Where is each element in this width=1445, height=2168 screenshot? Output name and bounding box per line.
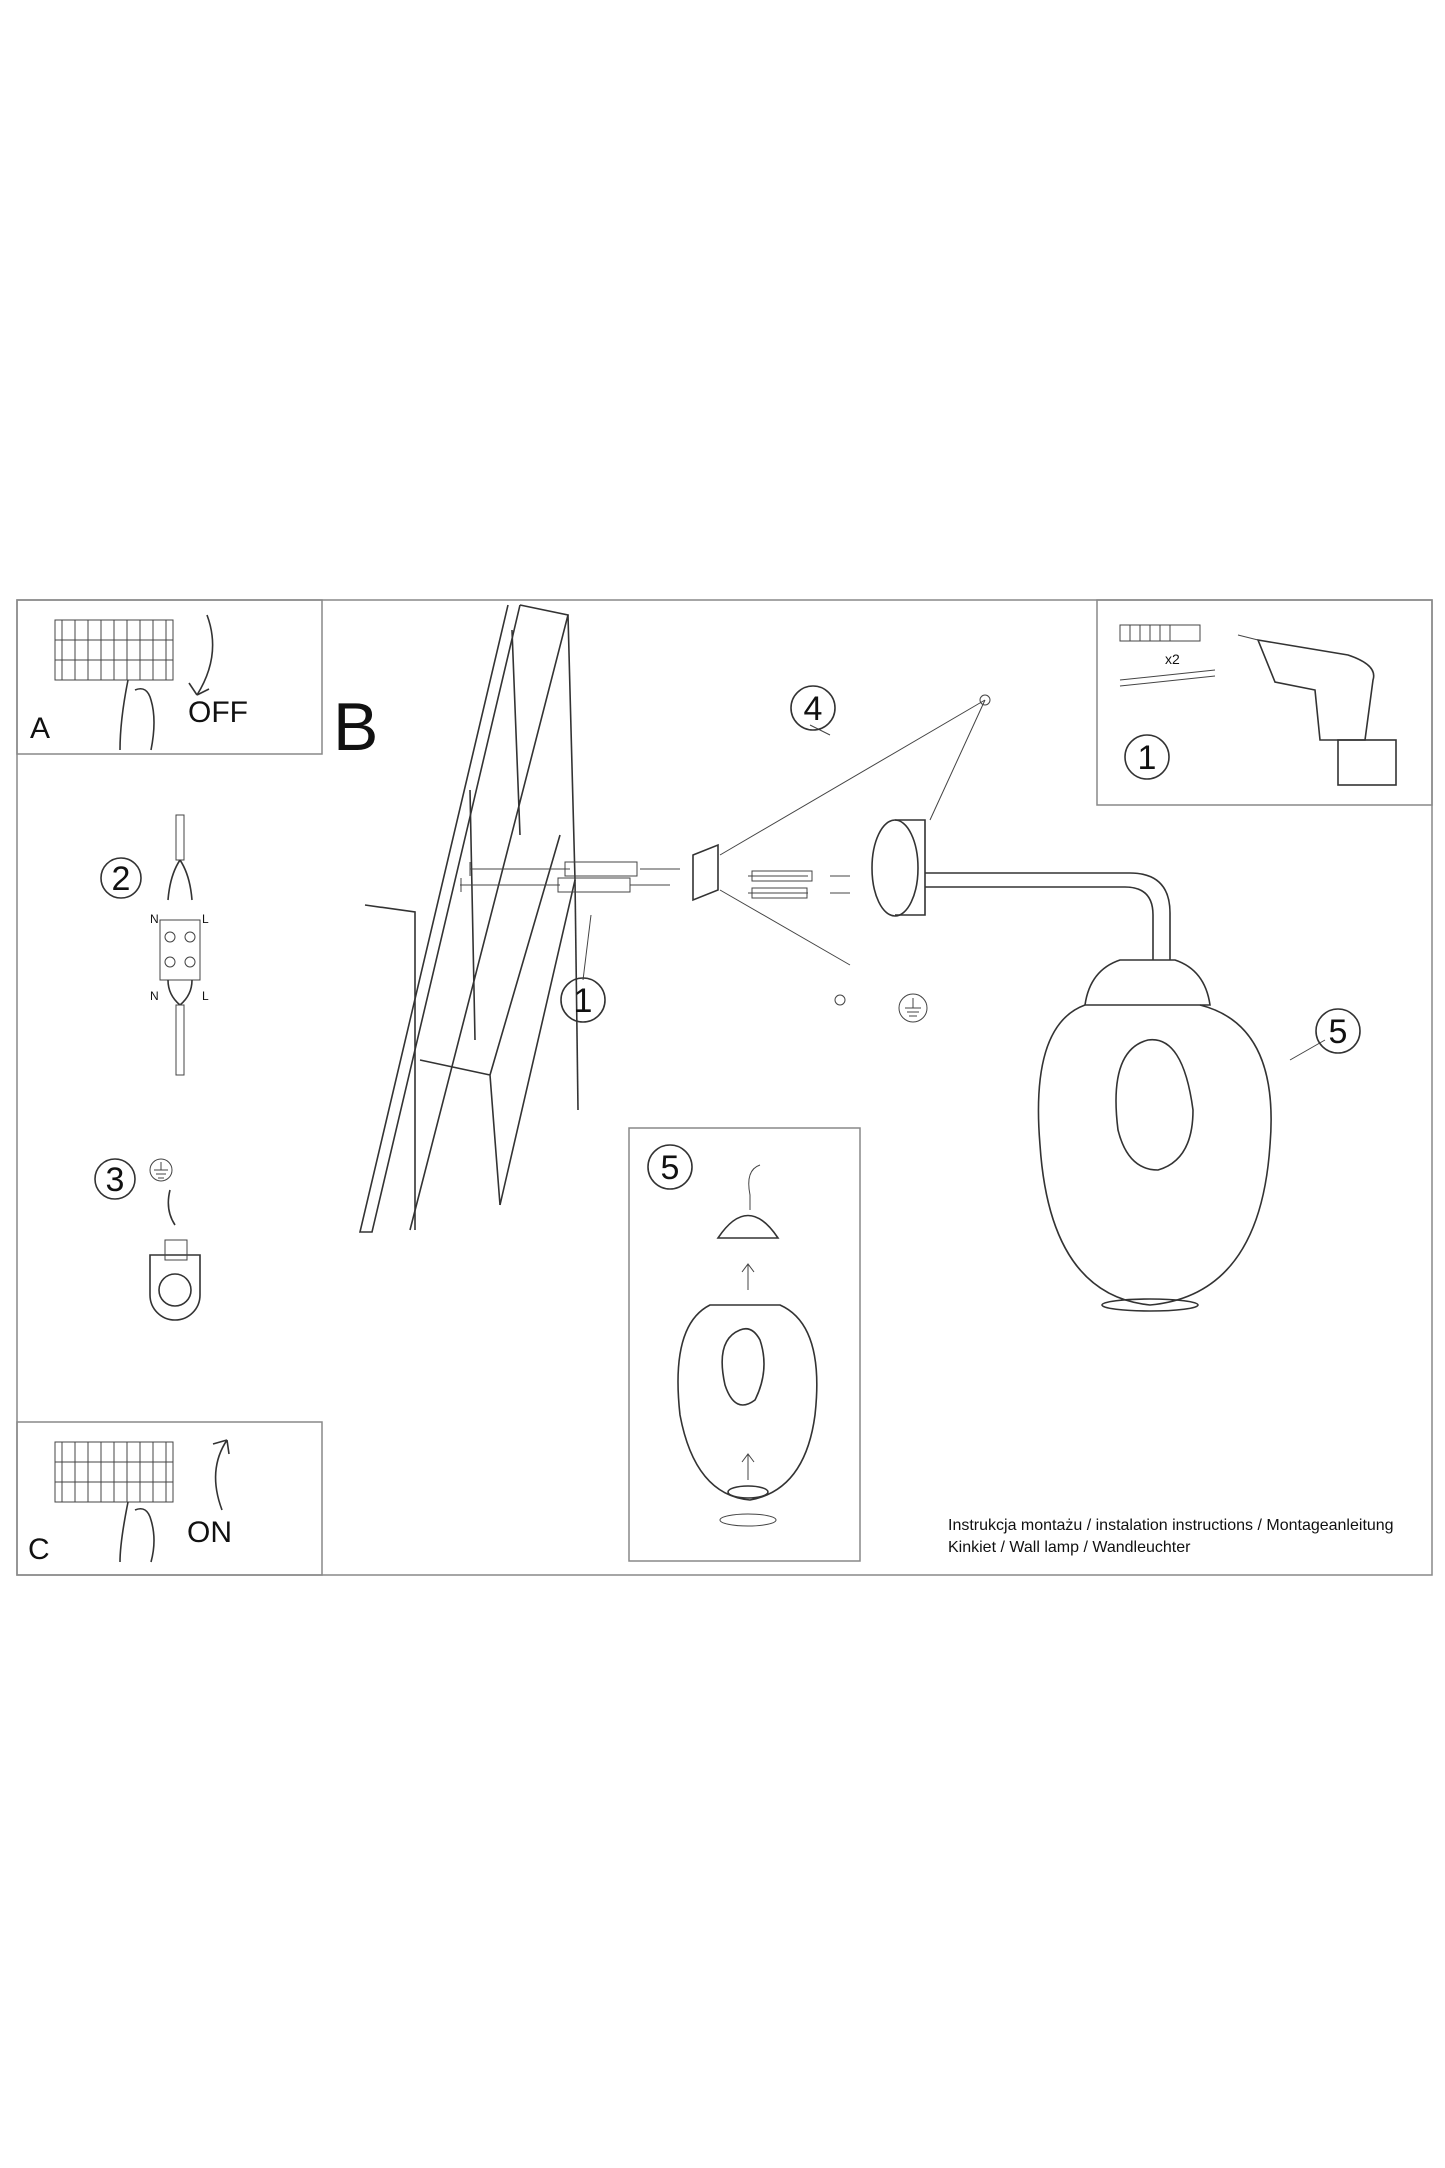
shade-assembly-steps	[677, 1164, 818, 1527]
wall-lamp-illustration	[871, 819, 1272, 1312]
screw-bottom-icon	[834, 994, 846, 1006]
wire-l-top: L	[202, 912, 209, 926]
inset-step-number: 5	[661, 1149, 680, 1187]
wiring-step-number: 2	[112, 860, 131, 898]
leader-line-dowels	[582, 914, 592, 981]
breaker-panel-off-icon	[54, 614, 214, 751]
anchors-count: x2	[1165, 651, 1180, 667]
tools-box	[1096, 599, 1433, 806]
off-label: OFF	[188, 696, 248, 729]
earth-symbol-icon	[898, 993, 928, 1023]
bracket-leader-lines	[719, 699, 986, 966]
callout-4-circle	[790, 685, 836, 731]
on-label: ON	[187, 1516, 232, 1549]
main-frame	[16, 599, 1433, 1576]
dowels-and-screws-icon	[460, 843, 850, 902]
callout-inset-circle	[647, 1144, 693, 1190]
drill-icon	[1237, 634, 1397, 786]
wire-l-bottom: L	[202, 989, 209, 1003]
wire-n-top: N	[150, 912, 159, 926]
screw-top-icon	[979, 694, 991, 706]
callout-tools-circle	[1124, 734, 1170, 780]
earth-terminal-icon	[149, 1158, 201, 1321]
caption-instructions: Instrukcja montażu / instalation instruc…	[948, 1517, 1394, 1534]
shade-step-number: 5	[1329, 1013, 1348, 1051]
shade-assembly-inset	[628, 1127, 861, 1562]
bracket-step-number: 4	[804, 690, 823, 728]
wall-plug-icon	[1119, 624, 1216, 687]
step-a-box	[16, 599, 323, 755]
caption-product: Kinkiet / Wall lamp / Wandleuchter	[948, 1539, 1191, 1556]
callout-5-circle	[1315, 1008, 1361, 1054]
step-c-box	[16, 1421, 323, 1576]
step-b-label: B	[333, 689, 378, 765]
tools-step-number: 1	[1138, 739, 1157, 777]
wall-tiles-illustration	[358, 604, 579, 1233]
callout-2-circle	[100, 857, 142, 899]
wire-n-bottom: N	[150, 989, 159, 1003]
terminal-block-icon	[159, 814, 201, 1076]
callout-3-circle	[94, 1158, 136, 1200]
earth-step-number: 3	[106, 1161, 125, 1199]
callout-1-circle	[560, 977, 606, 1023]
step-a-label: A	[30, 712, 50, 745]
step-c-label: C	[28, 1533, 50, 1566]
dowels-step-number: 1	[574, 982, 593, 1020]
breaker-panel-on-icon	[54, 1439, 230, 1563]
